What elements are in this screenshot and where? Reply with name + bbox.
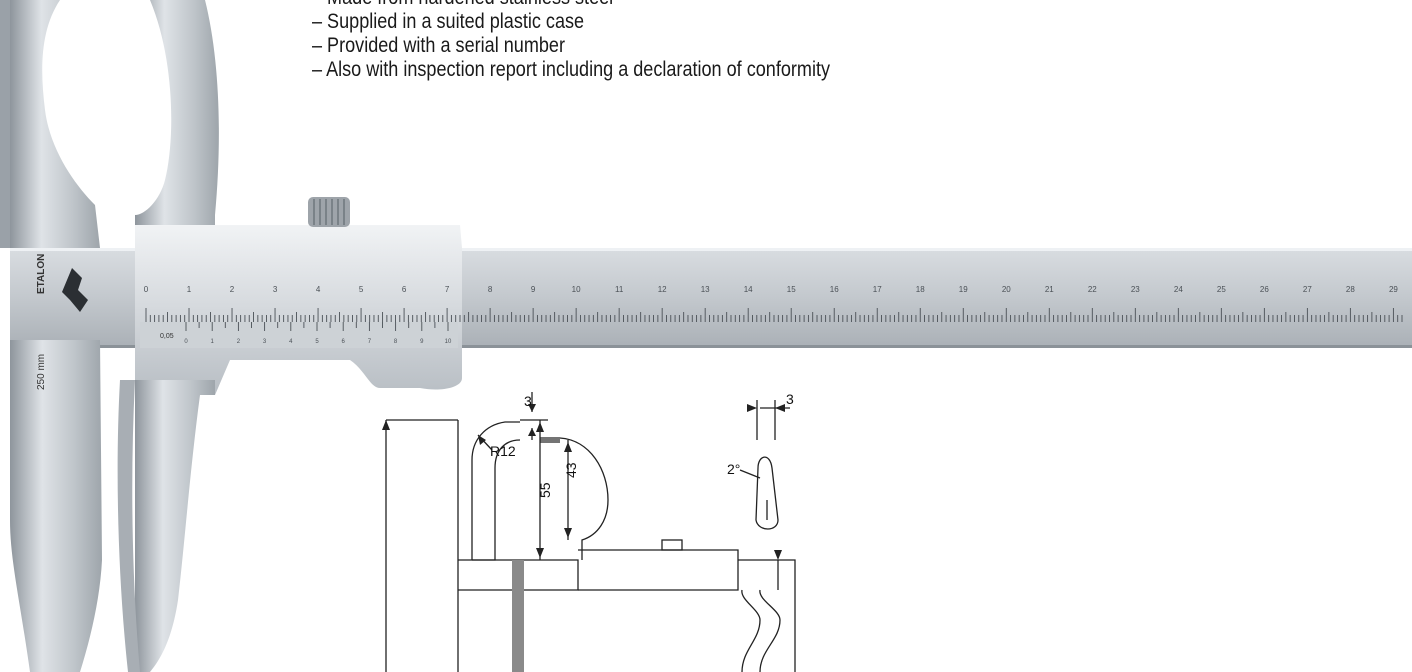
dim-tip-width: 3 xyxy=(786,391,794,407)
vernier-scale-label: 0 xyxy=(184,339,188,345)
main-scale-label: 22 xyxy=(1088,285,1097,294)
technical-drawing xyxy=(385,392,796,672)
main-scale-label: 15 xyxy=(787,285,796,294)
main-scale-label: 21 xyxy=(1045,285,1054,294)
brand-label: ETALON xyxy=(36,254,47,294)
main-scale-label: 8 xyxy=(488,285,493,294)
main-scale-label: 4 xyxy=(316,285,321,294)
main-scale-label: 19 xyxy=(959,285,968,294)
dim-top-gap: 3 xyxy=(524,393,532,409)
main-scale-label: 28 xyxy=(1346,285,1355,294)
vernier-scale-label: 6 xyxy=(342,339,346,345)
main-scale-label: 17 xyxy=(873,285,882,294)
dim-inner-jaw: 43 xyxy=(563,462,579,478)
vernier-scale-label: 9 xyxy=(420,339,424,345)
main-scale-label: 11 xyxy=(615,285,624,294)
fixed-jaw-upper xyxy=(10,0,100,248)
logo-icon xyxy=(62,268,88,312)
main-scale-label: 14 xyxy=(744,285,753,294)
main-scale-ticks xyxy=(145,308,1403,322)
dim-jaw-depth: 55 xyxy=(537,482,553,498)
main-scale-label: 25 xyxy=(1217,285,1226,294)
main-scale-label: 13 xyxy=(701,285,710,294)
main-scale-label: 6 xyxy=(402,285,407,294)
main-scale-label: 9 xyxy=(531,285,536,294)
moving-jaw-upper xyxy=(135,0,219,232)
main-scale-label: 10 xyxy=(572,285,581,294)
vernier-scale-label: 2 xyxy=(237,339,241,345)
vernier-scale-label: 4 xyxy=(289,339,293,345)
feature-list: – Made from hardened stainless steel – S… xyxy=(312,0,914,82)
vernier-scale-label: 1 xyxy=(211,339,215,345)
main-scale-label: 3 xyxy=(273,285,278,294)
feature-item: – Provided with a serial number xyxy=(312,34,565,57)
slider xyxy=(135,225,462,395)
vernier-scale-label: 8 xyxy=(394,339,398,345)
thumb-screw xyxy=(308,197,350,227)
moving-jaw-lower xyxy=(135,380,215,672)
feature-item: – Made from hardened stainless steel xyxy=(312,0,830,10)
main-scale-label: 23 xyxy=(1131,285,1140,294)
main-scale-label: 0 xyxy=(144,285,149,294)
vernier-scale-ticks xyxy=(185,322,449,331)
range-label: 250 mm xyxy=(36,354,47,390)
main-scale-label: 27 xyxy=(1303,285,1312,294)
main-scale-label: 12 xyxy=(658,285,667,294)
main-scale-label: 7 xyxy=(445,285,450,294)
vernier-scale-label: 3 xyxy=(263,339,267,345)
vernier-scale-label: 7 xyxy=(368,339,372,345)
dim-angle: 2° xyxy=(727,461,740,477)
vernier-scale-label: 10 xyxy=(445,339,452,345)
dim-radius: R12 xyxy=(490,443,516,459)
main-scale-label: 5 xyxy=(359,285,364,294)
main-scale-label: 29 xyxy=(1389,285,1398,294)
vernier-scale-labels: 0 1 2 3 4 5 6 7 8 9 10 xyxy=(184,339,452,345)
main-scale-label: 2 xyxy=(230,285,235,294)
main-scale-label: 26 xyxy=(1260,285,1269,294)
vernier-scale-label: 5 xyxy=(315,339,319,345)
fixed-jaw-lower xyxy=(10,340,102,672)
feature-item: – Also with inspection report including … xyxy=(312,58,831,81)
feature-item: – Supplied in a suited plastic case xyxy=(312,10,585,33)
main-scale-label: 1 xyxy=(187,285,192,294)
main-scale-label: 24 xyxy=(1174,285,1183,294)
vernier-plate xyxy=(140,322,458,348)
main-scale-label: 16 xyxy=(830,285,839,294)
dimension-arrows xyxy=(382,404,785,560)
vernier-resolution: 0,05 xyxy=(160,333,174,340)
main-scale-label: 20 xyxy=(1002,285,1011,294)
main-scale-label: 18 xyxy=(916,285,925,294)
